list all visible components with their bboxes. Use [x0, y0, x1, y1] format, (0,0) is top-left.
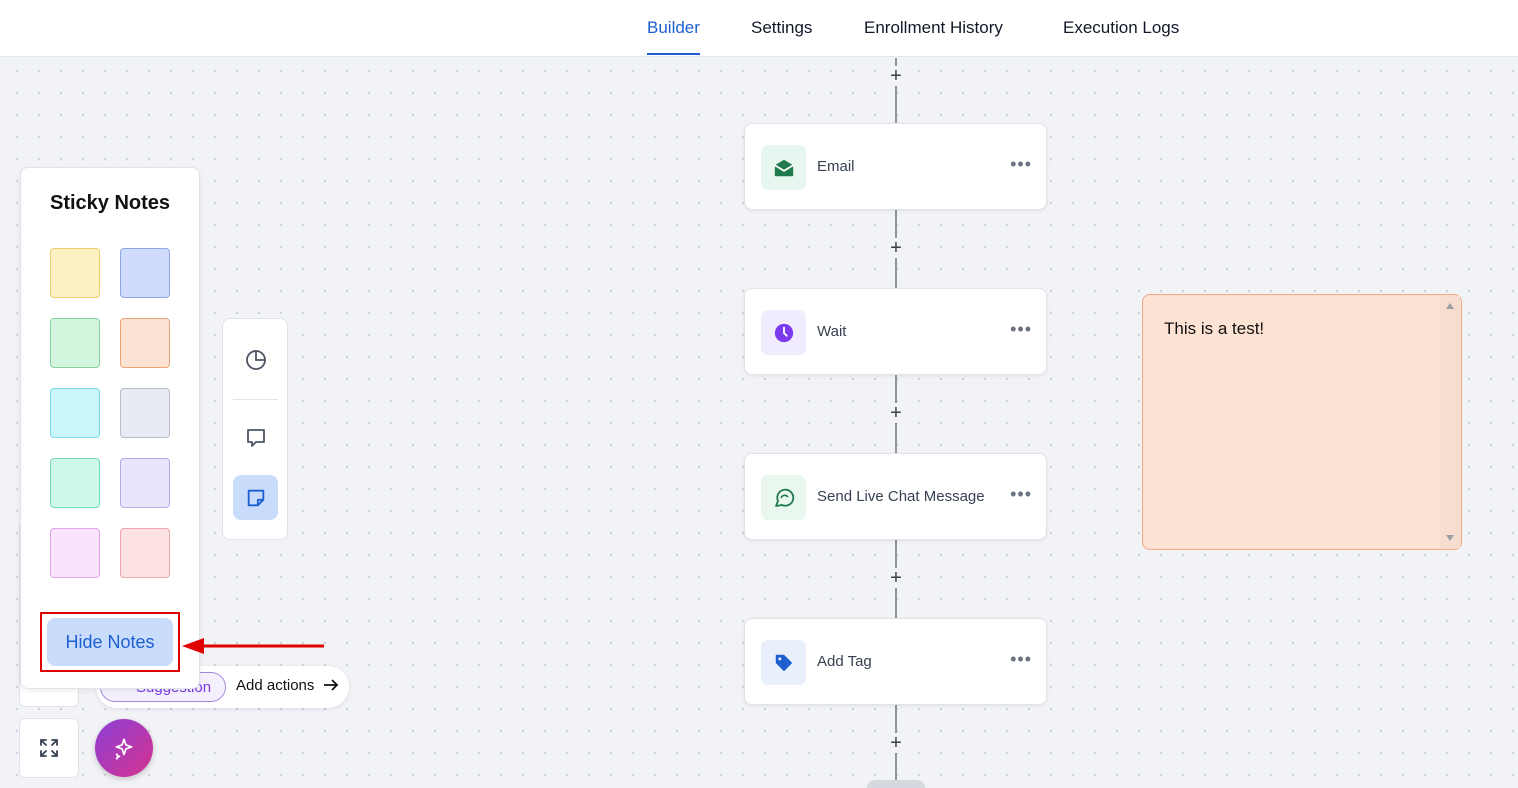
add-step-button[interactable]: +	[886, 66, 906, 86]
sparkle-icon	[115, 738, 133, 760]
swatch-orange[interactable]	[120, 318, 170, 368]
hide-notes-button[interactable]: Hide Notes	[47, 618, 173, 666]
tab-enrollment-history[interactable]: Enrollment History	[864, 18, 1003, 37]
workflow-node-add-tag[interactable]: Add Tag •••	[744, 618, 1047, 705]
comment-icon[interactable]	[233, 415, 278, 460]
add-step-button[interactable]: +	[886, 238, 906, 258]
workflow-node-wait[interactable]: Wait •••	[744, 288, 1047, 375]
swatch-green[interactable]	[50, 318, 100, 368]
swatch-gray[interactable]	[120, 388, 170, 438]
node-label: Send Live Chat Message	[817, 488, 985, 505]
tab-execution-logs[interactable]: Execution Logs	[1063, 18, 1180, 37]
scroll-down-icon[interactable]	[1446, 535, 1454, 541]
canvas-toolbar	[222, 318, 288, 540]
expand-icon[interactable]	[19, 718, 79, 778]
chat-bubble-icon	[761, 475, 806, 520]
node-label: Wait	[817, 323, 847, 340]
swatch-pink[interactable]	[50, 528, 100, 578]
tag-icon	[761, 640, 806, 685]
workflow-node-send-live-chat-message[interactable]: Send Live Chat Message •••	[744, 453, 1047, 540]
sticky-note[interactable]: This is a test!	[1142, 294, 1462, 550]
swatch-cyan[interactable]	[50, 388, 100, 438]
tab-settings[interactable]: Settings	[751, 18, 813, 37]
workflow-connector-line	[895, 58, 897, 788]
swatch-red[interactable]	[120, 528, 170, 578]
add-actions-label: Add actions	[236, 677, 315, 694]
ai-sparkle-button[interactable]	[95, 719, 153, 777]
swatch-lavender[interactable]	[120, 458, 170, 508]
more-options-icon[interactable]: •••	[1010, 154, 1032, 174]
top-navigation: Builder Settings Enrollment History Exec…	[0, 0, 1518, 57]
tab-builder[interactable]: Builder	[647, 18, 700, 55]
sticky-notes-panel: Sticky Notes	[20, 167, 200, 689]
more-options-icon[interactable]: •••	[1010, 484, 1032, 504]
node-label: Email	[817, 158, 855, 175]
scroll-up-icon[interactable]	[1446, 303, 1454, 309]
highlight-box: Hide Notes	[40, 612, 180, 672]
sticky-note-scrollbar[interactable]	[1440, 296, 1460, 548]
email-open-icon	[761, 145, 806, 190]
annotation-arrow-icon	[182, 638, 324, 654]
arrow-right-icon	[323, 679, 338, 691]
clock-icon	[761, 310, 806, 355]
swatch-blue[interactable]	[120, 248, 170, 298]
swatch-teal[interactable]	[50, 458, 100, 508]
add-actions-link[interactable]: Add actions	[236, 677, 339, 694]
node-label: Add Tag	[817, 653, 872, 670]
sticky-note-icon[interactable]	[233, 475, 278, 520]
more-options-icon[interactable]: •••	[1010, 649, 1032, 669]
workflow-node-email[interactable]: Email •••	[744, 123, 1047, 210]
panel-title: Sticky Notes	[50, 192, 171, 214]
sticky-note-text[interactable]: This is a test!	[1164, 319, 1265, 338]
add-step-button[interactable]: +	[886, 403, 906, 423]
pie-chart-icon[interactable]	[233, 337, 278, 382]
toolbar-divider	[233, 399, 278, 400]
add-step-button[interactable]: +	[886, 568, 906, 588]
add-step-button[interactable]: +	[886, 733, 906, 753]
workflow-end-node	[866, 780, 926, 788]
more-options-icon[interactable]: •••	[1010, 319, 1032, 339]
swatch-yellow[interactable]	[50, 248, 100, 298]
